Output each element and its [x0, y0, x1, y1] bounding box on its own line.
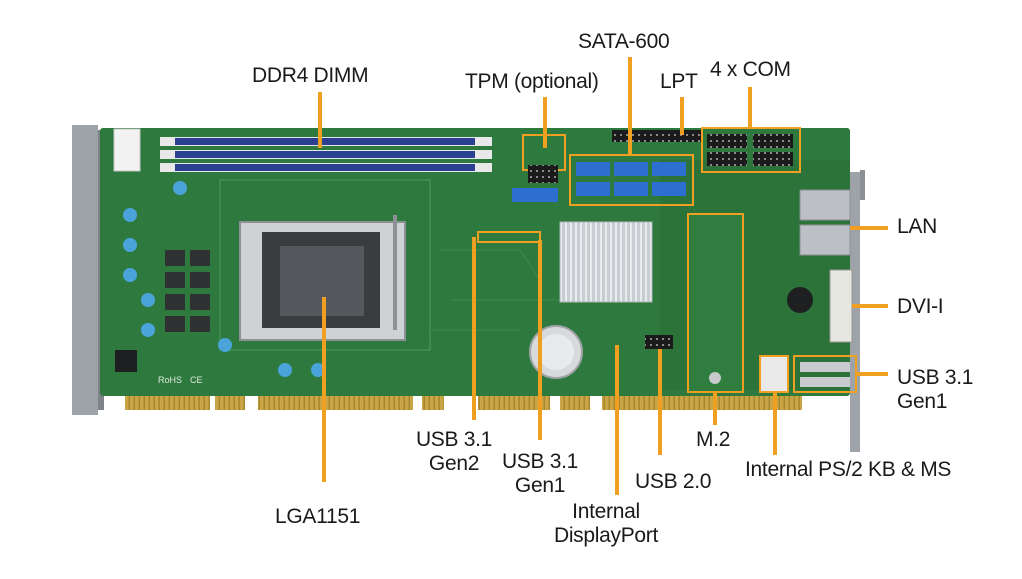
label-ps2: Internal PS/2 KB & MS: [745, 458, 952, 481]
lan-ports: [799, 189, 851, 256]
usb-gen2-header: [477, 231, 541, 243]
dvi-connector: [829, 269, 853, 343]
heatsink: [559, 221, 653, 303]
buzzer: [787, 287, 813, 313]
com-headers: [701, 127, 801, 173]
label-usb31-gen2-line1: USB 3.1: [415, 428, 493, 451]
power-connector: [113, 128, 141, 172]
label-usb31-gen2: USB 3.1 Gen2: [412, 428, 496, 475]
label-usb31-gen1-internal: USB 3.1 Gen1: [498, 450, 582, 497]
label-usb31-gen1-internal-line2: Gen1: [514, 473, 566, 497]
label-usb31-gen1-rear: USB 3.1 Gen1: [897, 366, 973, 413]
label-dvi: DVI-I: [897, 295, 944, 318]
dimm-slots: [160, 137, 492, 172]
label-sata: SATA-600: [578, 30, 670, 53]
vrm-area: [115, 181, 325, 377]
lpt-header: [612, 130, 702, 142]
cmos-battery: [529, 325, 583, 379]
label-internal-displayport-line1: Internal: [572, 500, 640, 523]
label-internal-displayport-line2: DisplayPort: [553, 523, 659, 547]
rohs-mark: RoHS: [158, 375, 182, 385]
label-lan: LAN: [897, 215, 937, 238]
usb20-header: [645, 335, 673, 349]
label-lpt: LPT: [660, 70, 698, 93]
right-bracket: [850, 170, 865, 452]
label-com: 4 x COM: [710, 58, 791, 81]
ce-mark: CE: [190, 375, 203, 385]
label-usb31-gen2-line2: Gen2: [428, 451, 480, 475]
label-tpm: TPM (optional): [465, 70, 599, 93]
label-usb31-gen1-rear-line1: USB 3.1: [897, 366, 974, 389]
label-usb31-gen1-rear-line2: Gen1: [897, 389, 948, 413]
gold-fingers: [125, 396, 802, 410]
m2-slot: [687, 213, 744, 393]
label-usb20: USB 2.0: [635, 470, 712, 493]
cpu-socket: [239, 215, 406, 341]
label-usb31-gen1-internal-line1: USB 3.1: [501, 450, 579, 473]
label-lga1151: LGA1151: [275, 505, 361, 528]
label-ddr4-dimm: DDR4 DIMM: [252, 64, 369, 87]
label-internal-displayport: Internal DisplayPort: [550, 500, 662, 547]
ps2-header: [759, 355, 789, 393]
label-m2: M.2: [696, 428, 731, 451]
sata-ports: [569, 154, 694, 206]
left-bracket: [72, 125, 104, 415]
usb-gen1-header-blue: [512, 188, 558, 202]
leader-lines: [318, 57, 888, 495]
